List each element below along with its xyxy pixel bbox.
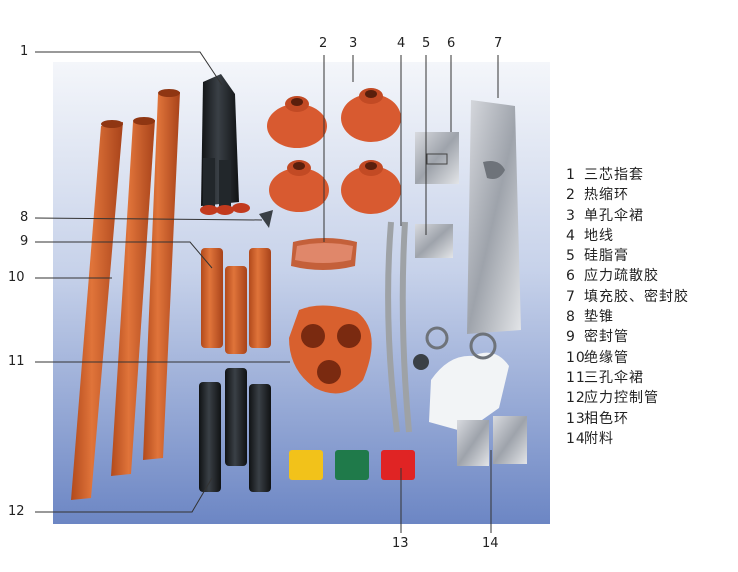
callout-number: 5 [422, 36, 431, 51]
legend-number: 3 [566, 207, 576, 224]
callout-number: 2 [319, 36, 328, 51]
legend-item: 14附料 [566, 428, 689, 448]
legend-number: 8 [566, 309, 576, 326]
callout-number: 8 [20, 210, 29, 225]
legend-number: 11 [566, 369, 586, 386]
three-hole-skirt [289, 305, 372, 394]
legend-number: 2 [566, 187, 576, 204]
legend-label: 填充胶、密封胶 [584, 288, 689, 305]
legend-item: 3 单孔伞裙 [566, 205, 689, 225]
legend-item: 7 填充胶、密封胶 [566, 286, 689, 306]
legend-number: 13 [566, 410, 586, 427]
legend-label: 单孔伞裙 [584, 207, 644, 224]
silicone-grease-packet [415, 224, 453, 258]
callout-number: 10 [8, 270, 25, 285]
ground-wire [385, 221, 412, 433]
legend-label: 热缩环 [584, 187, 629, 204]
accessories [413, 326, 527, 466]
legend-item: 13相色环 [566, 408, 689, 428]
cone-pad [259, 210, 273, 228]
legend-item: 11三孔伞裙 [566, 367, 689, 387]
callout-number: 4 [397, 36, 406, 51]
legend-label: 垫锥 [584, 309, 614, 326]
stress-dispersion-packet [415, 132, 459, 184]
legend-label: 附料 [584, 430, 614, 447]
heat-shrink-ring [291, 238, 357, 270]
legend-label: 绝缘管 [584, 349, 629, 366]
three-core-finger-cap [200, 74, 250, 215]
legend-number: 10 [566, 349, 586, 366]
single-hole-skirt [267, 88, 401, 214]
legend-number: 6 [566, 268, 576, 285]
legend-item: 6 应力疏散胶 [566, 265, 689, 285]
callout-number: 13 [392, 536, 409, 551]
stress-control-tube [199, 368, 271, 492]
legend-label: 应力疏散胶 [584, 268, 659, 285]
legend-number: 14 [566, 430, 586, 447]
legend-item: 12应力控制管 [566, 387, 689, 407]
legend-label: 三孔伞裙 [584, 369, 644, 386]
legend-item: 4 地线 [566, 225, 689, 245]
legend-label: 硅脂膏 [584, 248, 629, 265]
filler-sealant-bag [467, 100, 521, 334]
product-photo [53, 62, 550, 524]
legend-number: 1 [566, 167, 576, 183]
callout-number: 7 [494, 36, 503, 51]
legend-item: 10绝缘管 [566, 347, 689, 367]
insulation-tube [71, 89, 180, 500]
legend-label: 三芯指套 [584, 167, 644, 183]
legend-item: 1 三芯指套 [566, 164, 689, 184]
legend-number: 5 [566, 248, 576, 265]
legend-item: 2 热缩环 [566, 184, 689, 204]
callout-number: 14 [482, 536, 499, 551]
legend-label: 应力控制管 [584, 390, 659, 407]
callout-number: 11 [8, 354, 25, 369]
sealing-tube [201, 248, 271, 354]
legend-item: 9 密封管 [566, 326, 689, 346]
legend-number: 9 [566, 329, 576, 346]
legend-label: 相色环 [584, 410, 629, 427]
parts-legend: 1 三芯指套 2 热缩环 3 单孔伞裙 4 地线 5 硅脂膏 6 应力疏散胶 7 填充胶、密封… [566, 164, 689, 448]
legend-number: 4 [566, 227, 576, 244]
legend-item: 8 垫锥 [566, 306, 689, 326]
legend-item: 5 硅脂膏 [566, 245, 689, 265]
callout-number: 1 [20, 44, 29, 59]
callout-number: 6 [447, 36, 456, 51]
legend-label: 地线 [584, 227, 614, 244]
legend-label: 密封管 [584, 329, 629, 346]
callout-number: 3 [349, 36, 358, 51]
phase-color-ring [289, 450, 415, 480]
legend-number: 7 [566, 288, 576, 305]
callout-number: 12 [8, 504, 25, 519]
callout-number: 9 [20, 234, 29, 249]
legend-number: 12 [566, 390, 586, 407]
